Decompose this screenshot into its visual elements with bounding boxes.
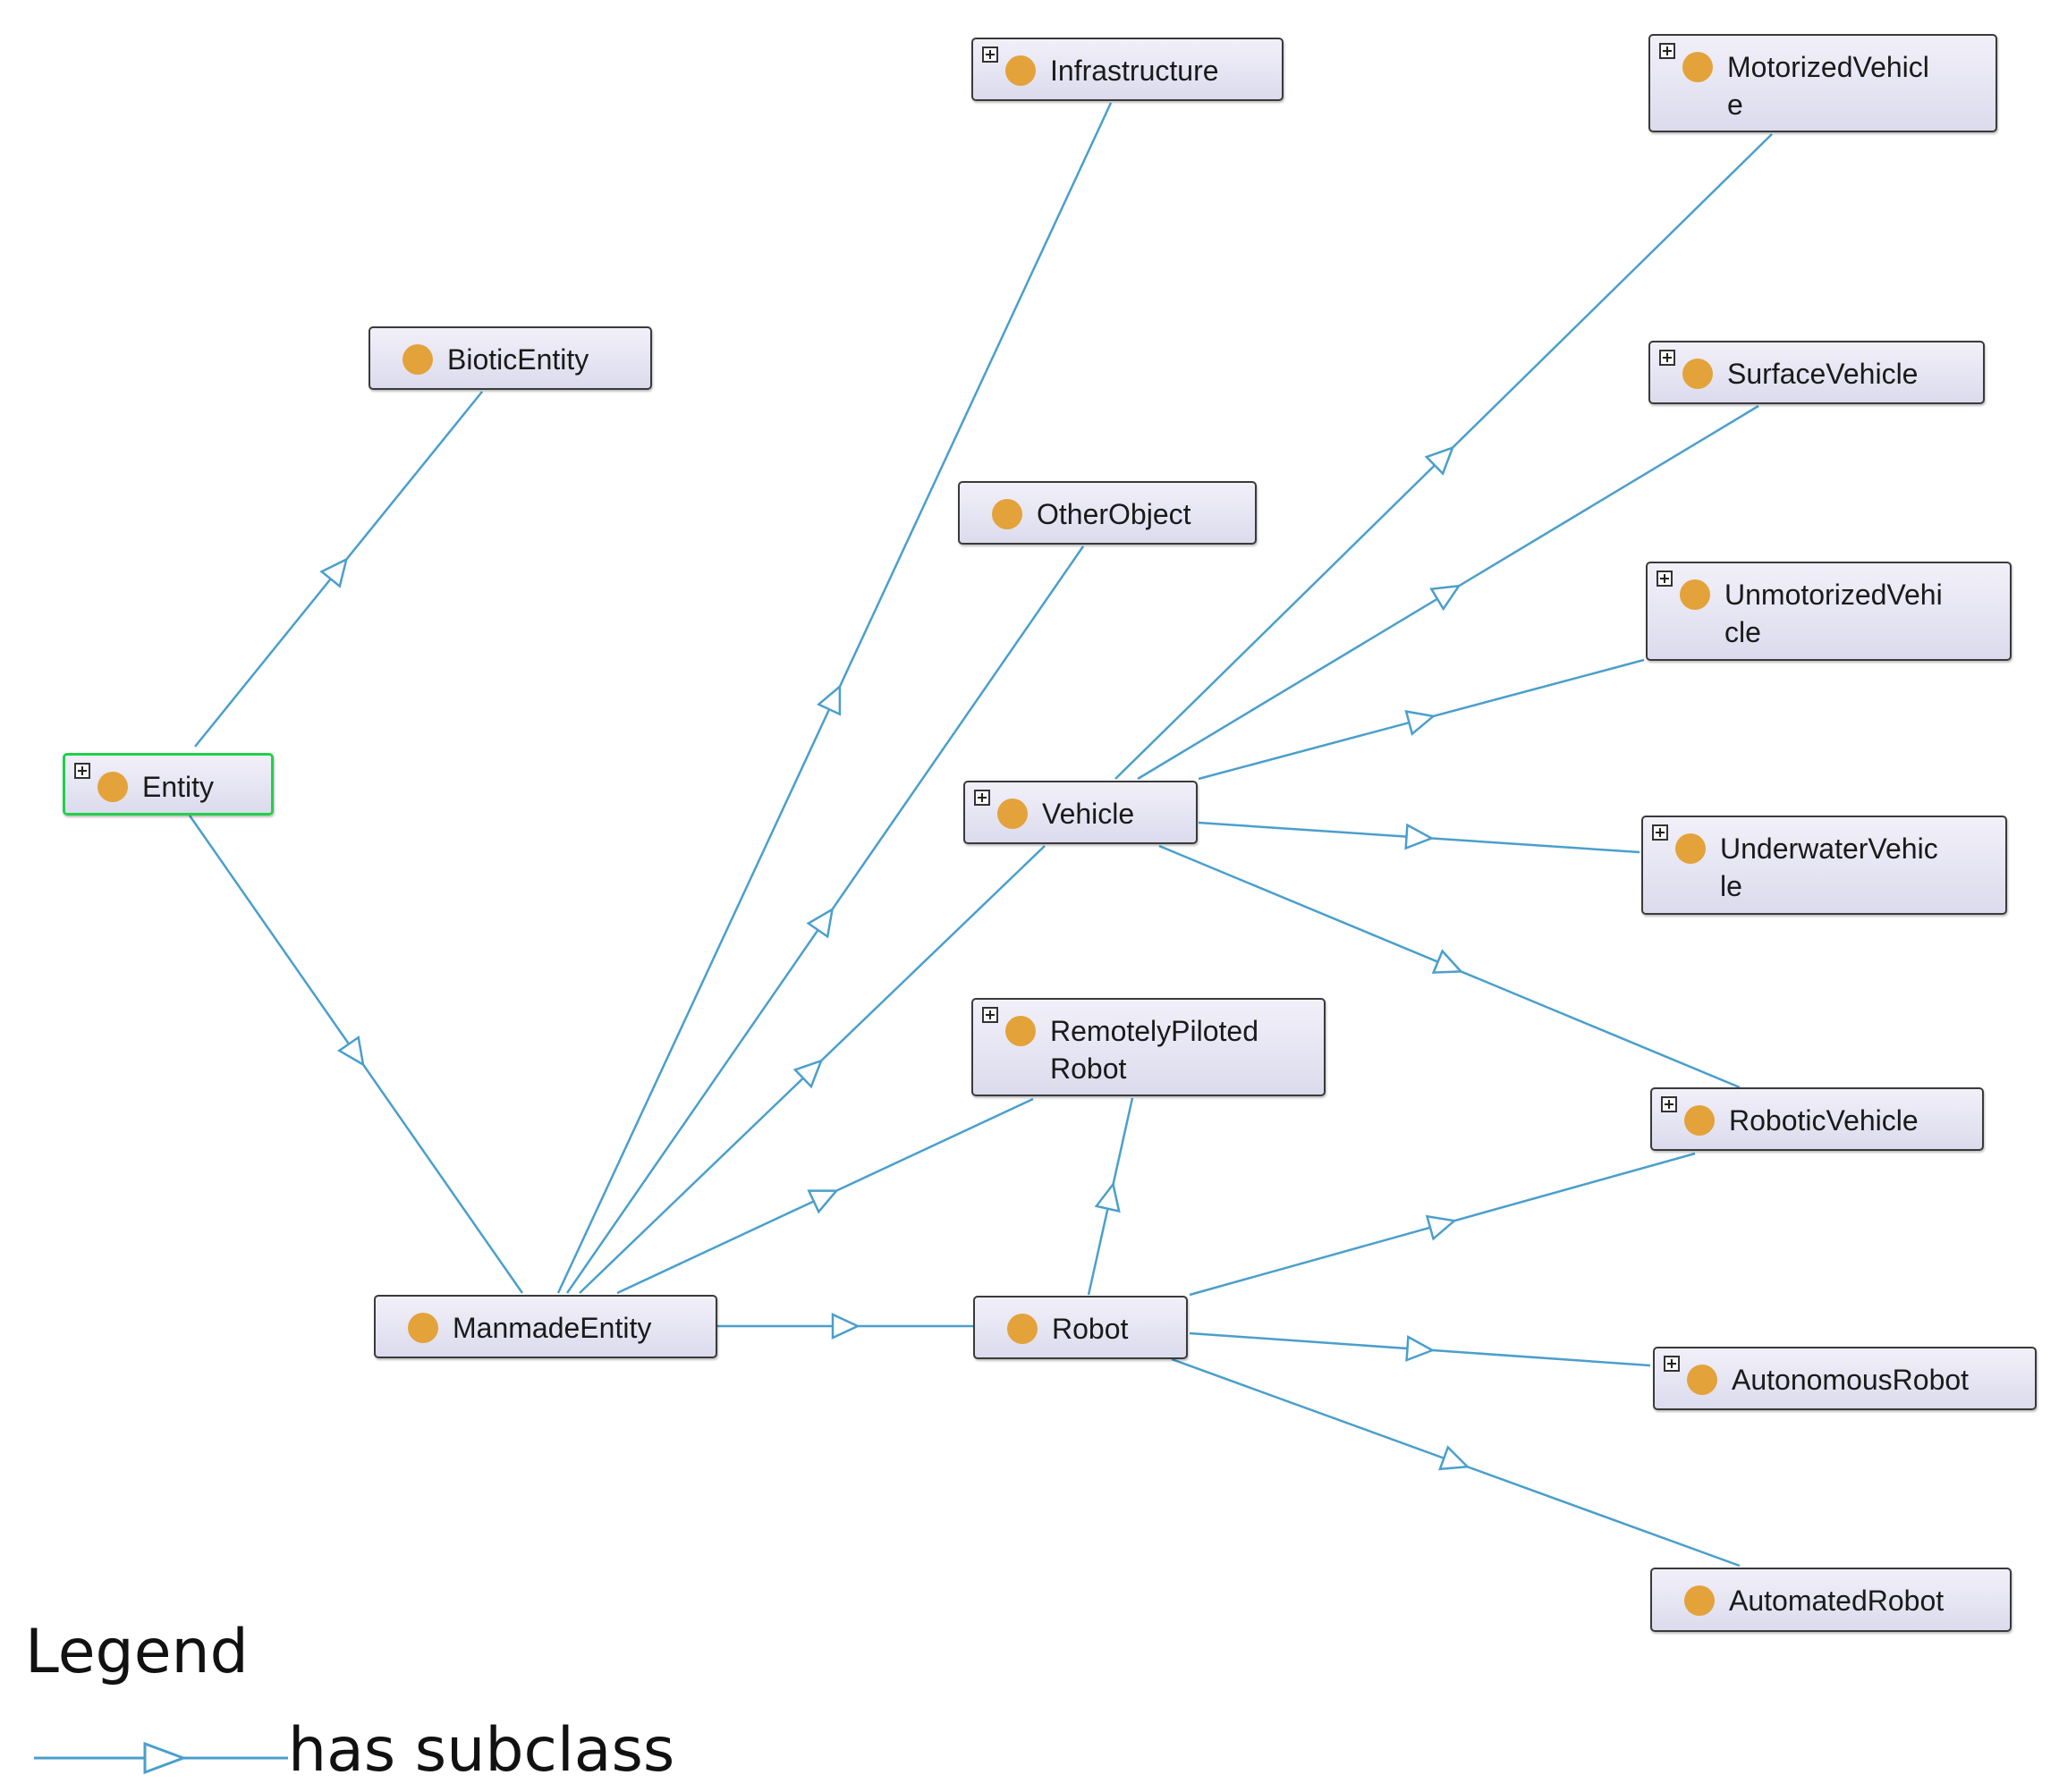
class-node-label: OtherObject [1037, 498, 1191, 530]
expand-plus-icon[interactable] [1661, 1096, 1677, 1112]
class-circle-icon [1005, 1016, 1036, 1046]
class-circle-icon [1684, 1585, 1715, 1616]
class-node-label: e [1727, 89, 1743, 121]
expand-plus-icon[interactable] [1659, 350, 1675, 366]
edge-vehicle-surface [1137, 404, 1759, 781]
class-circle-icon [1007, 1314, 1038, 1344]
class-circle-icon [1682, 52, 1713, 82]
subclass-arrowhead [1404, 710, 1436, 736]
class-node-label: AutonomousRobot [1732, 1364, 1970, 1396]
subclass-arrowhead [1094, 1181, 1121, 1213]
class-node-label: UnmotorizedVehi [1724, 579, 1943, 611]
class-node-label: ManmadeEntity [453, 1312, 652, 1344]
class-node-label: cle [1724, 616, 1761, 648]
class-circle-icon [1684, 1105, 1715, 1136]
expand-plus-icon[interactable] [974, 790, 990, 806]
class-node-robot[interactable]: Robot [973, 1296, 1188, 1359]
class-circle-icon [1675, 833, 1706, 864]
expand-plus-icon[interactable] [1652, 824, 1668, 841]
subclass-arrowhead [1438, 1445, 1470, 1471]
class-node-label: MotorizedVehicl [1727, 51, 1929, 83]
edge-robot-remotely [1087, 1097, 1134, 1296]
class-node-entity[interactable]: Entity [63, 753, 274, 816]
class-node-robotic[interactable]: RoboticVehicle [1650, 1087, 1984, 1151]
subclass-arrowhead [1431, 949, 1464, 974]
edge-vehicle-unmotorized [1198, 658, 1645, 781]
class-node-label: le [1720, 870, 1742, 902]
class-node-label: Vehicle [1042, 798, 1135, 830]
class-circle-icon [97, 772, 128, 802]
class-circle-icon [997, 799, 1028, 829]
class-circle-icon [1687, 1365, 1717, 1395]
expand-plus-icon[interactable] [982, 1007, 998, 1023]
edge-manmade-remotely [616, 1097, 1034, 1295]
class-node-autonomous[interactable]: AutonomousRobot [1653, 1347, 2037, 1410]
subclass-arrowhead [816, 684, 842, 716]
class-node-label: AutomatedRobot [1729, 1585, 1945, 1617]
class-node-underwater[interactable]: UnderwaterVehic le [1641, 816, 2007, 915]
expand-plus-icon[interactable] [1657, 571, 1673, 587]
expand-plus-icon[interactable] [982, 46, 998, 63]
edge-robot-automated [1171, 1357, 1741, 1568]
class-node-vehicle[interactable]: Vehicle [963, 781, 1198, 844]
edge-robot-robotic [1189, 1152, 1696, 1297]
subclass-arrowhead [792, 1059, 824, 1089]
class-node-label: BioticEntity [447, 343, 589, 376]
edge-entity-manmade [188, 815, 524, 1294]
class-node-manmade[interactable]: ManmadeEntity [374, 1295, 717, 1358]
edge-entity-biotic [194, 391, 483, 748]
legend-label: has subclass [288, 1715, 675, 1786]
edge-manmade-robot [717, 1313, 973, 1340]
edge-manmade-vehicle [579, 845, 1046, 1294]
subclass-arrowhead [336, 1035, 365, 1067]
class-node-biotic[interactable]: BioticEntity [369, 326, 652, 390]
class-circle-icon [1005, 55, 1036, 86]
class-node-surface[interactable]: SurfaceVehicle [1648, 341, 1985, 404]
class-node-label: UnderwaterVehic [1720, 833, 1938, 865]
subclass-arrowhead [1405, 1335, 1436, 1362]
subclass-arrowhead [319, 557, 349, 588]
subclass-arrowhead [807, 1189, 839, 1214]
subclass-arrowhead [1424, 445, 1455, 476]
edge-vehicle-motorized [1114, 133, 1773, 780]
class-node-label: SurfaceVehicle [1727, 358, 1919, 390]
edge-manmade-otherobject [565, 545, 1085, 1294]
edge-vehicle-underwater [1198, 821, 1640, 854]
legend-edge-sample [34, 1741, 288, 1775]
expand-plus-icon[interactable] [1659, 43, 1675, 59]
class-node-label: RemotelyPiloted [1050, 1015, 1258, 1047]
subclass-arrowhead [806, 907, 835, 939]
class-node-unmotorized[interactable]: UnmotorizedVehi cle [1646, 562, 2012, 661]
subclass-arrowhead [1425, 1214, 1457, 1241]
class-circle-icon [408, 1313, 438, 1343]
subclass-arrowhead [1404, 823, 1435, 850]
class-circle-icon [402, 344, 433, 375]
class-node-label: Infrastructure [1050, 55, 1219, 87]
edge-vehicle-robotic [1158, 844, 1741, 1089]
subclass-arrowhead [831, 1313, 860, 1340]
class-node-motorized[interactable]: MotorizedVehicl e [1648, 34, 1997, 132]
class-node-label: Robot [1052, 1313, 1129, 1345]
class-node-otherobject[interactable]: OtherObject [958, 481, 1257, 545]
subclass-arrowhead [1429, 584, 1462, 612]
edge-manmade-infrastructure [556, 102, 1113, 1294]
expand-plus-icon[interactable] [74, 763, 90, 779]
expand-plus-icon[interactable] [1664, 1356, 1680, 1372]
edge-robot-autonomous [1189, 1331, 1651, 1367]
class-node-label: Robot [1050, 1052, 1127, 1085]
class-circle-icon [1682, 359, 1713, 389]
legend-title: Legend [25, 1617, 249, 1687]
class-node-infrastructure[interactable]: Infrastructure [971, 38, 1284, 101]
legend-arrowhead [143, 1741, 188, 1775]
class-circle-icon [992, 499, 1022, 529]
class-circle-icon [1680, 579, 1710, 610]
class-node-label: Entity [142, 771, 215, 803]
class-node-automated[interactable]: AutomatedRobot [1650, 1568, 2012, 1632]
class-node-label: RoboticVehicle [1729, 1104, 1919, 1137]
